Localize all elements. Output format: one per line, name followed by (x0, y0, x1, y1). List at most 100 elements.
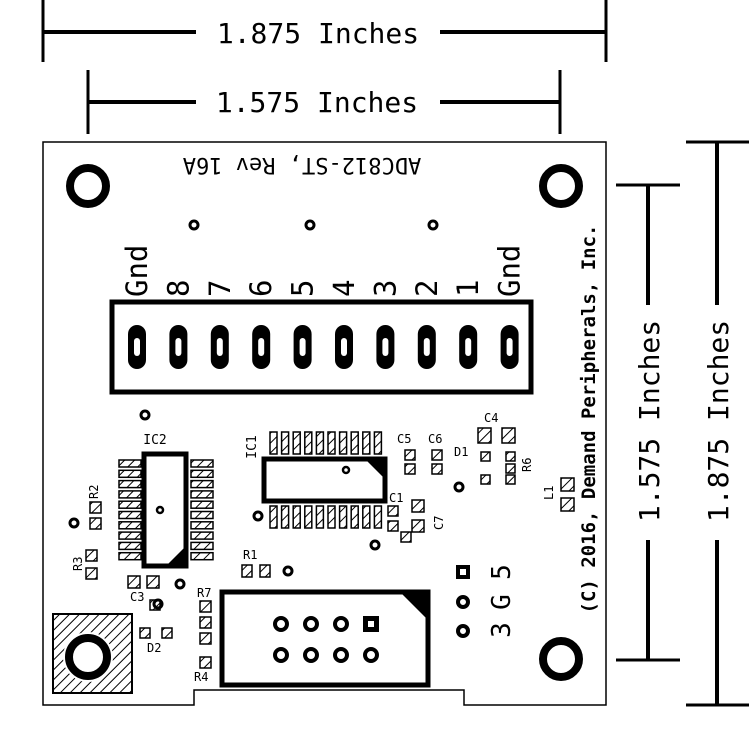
smd-pad-27 (199, 600, 212, 613)
terminal-pad-hole-5 (341, 338, 347, 356)
ic2-pin-left-4 (118, 500, 142, 509)
smd-pad-1 (404, 463, 416, 475)
ic2-pin-right-8 (190, 541, 214, 551)
smd-pad-3 (431, 463, 443, 475)
r7-label: R7 (197, 586, 211, 600)
ic1-body (261, 456, 388, 504)
ic1-pin-bottom-5 (327, 505, 336, 529)
ic2-pin-right-7 (190, 531, 214, 540)
smd-pad-18 (241, 564, 253, 578)
r2-label: R2 (87, 485, 101, 499)
connector-pin-1-3 (363, 647, 379, 663)
ic1-pin-bottom-4 (315, 505, 325, 529)
connector-pin-1-hole (368, 621, 374, 627)
terminal-label-2: 7 (203, 280, 237, 297)
ic1-pin-bottom-9 (373, 505, 383, 529)
terminal-label-4: 5 (286, 280, 320, 297)
ic1-pin-bottom-8 (362, 505, 371, 529)
ic1-pin-top-2 (292, 431, 301, 455)
r4-label: R4 (194, 670, 208, 684)
connector-pin-0-2 (333, 616, 349, 632)
smd-pad-32 (161, 627, 173, 639)
terminal-label-8: 1 (451, 280, 485, 297)
smd-pad-12 (560, 497, 575, 512)
mounting-hole-bottom-left-hatched (52, 613, 133, 694)
terminal-label-5: 4 (327, 280, 361, 297)
ic2-pin-right-4 (190, 500, 214, 509)
d2-label: D2 (147, 641, 161, 655)
smd-pad-19 (259, 564, 271, 578)
r6-label: R6 (520, 458, 534, 472)
smd-pad-11 (560, 477, 575, 492)
side-header-label-2: 5 (487, 564, 517, 580)
ic2-pin-left-2 (118, 479, 142, 489)
ic1-pin-top-7 (350, 431, 359, 455)
terminal-pad-hole-7 (423, 338, 430, 356)
mounting-hole-bottom-right (539, 637, 583, 681)
side-header (456, 565, 470, 638)
smd-pad-20 (89, 501, 102, 514)
terminal-pad-hole-4 (299, 338, 306, 356)
ic2-pin-left-5 (118, 510, 142, 520)
bottom-connector (219, 589, 431, 688)
smd-pad-29 (199, 632, 212, 645)
l1-label: L1 (542, 486, 556, 500)
ic1-pin-top-8 (362, 431, 371, 455)
terminal-label-0: Gnd (120, 245, 154, 297)
mounting-holes (66, 164, 583, 681)
connector-pin-0-1 (303, 616, 319, 632)
ic1-pin-top-5 (327, 431, 336, 455)
ic1-pin-top-0 (269, 431, 278, 455)
c7-label: C7 (432, 516, 446, 530)
smd-pad-16 (411, 519, 425, 533)
board-title: ADC812-ST, Rev 16A (183, 152, 421, 177)
dimension-right-outer: 1.875 Inches (686, 140, 749, 707)
ic2-pin-right-3 (190, 490, 214, 499)
smd-pad-5 (501, 427, 516, 444)
copyright-text: (C) 2016, Demand Peripherals, Inc. (578, 225, 600, 614)
ic1-pin-top-4 (315, 431, 325, 455)
ic1-pin-bottom-7 (350, 505, 359, 529)
side-header-label-0: 3 (487, 622, 517, 638)
smd-pad-23 (85, 567, 98, 580)
dimension-top-inner: 1.575 Inches (86, 70, 562, 134)
connector-pin-0-0 (273, 616, 289, 632)
ic2-pin-right-0 (190, 459, 214, 468)
dimension-top-inner-label: 1.575 Inches (216, 86, 418, 119)
dimension-top-outer: 1.875 Inches (41, 0, 608, 62)
smd-pad-26 (149, 599, 161, 611)
dimension-top-outer-label: 1.875 Inches (217, 17, 419, 50)
c4-label: C4 (484, 411, 498, 425)
terminal-pad-hole-0 (134, 338, 140, 356)
mounting-hole-top-left (66, 164, 110, 208)
terminal-pad-hole-8 (465, 338, 472, 356)
c5-label: C5 (397, 432, 411, 446)
ic2-pin-right-9 (190, 551, 214, 561)
ic2-pin-left-3 (118, 490, 142, 499)
terminal-pad-hole-1 (175, 338, 182, 356)
ic1-pin-bottom-0 (269, 505, 278, 529)
ic1-pin-bottom-3 (304, 505, 313, 529)
c6-label: C6 (428, 432, 442, 446)
ic1-pin-top-1 (280, 431, 290, 455)
terminal-label-7: 2 (410, 280, 444, 297)
ic2-pin-right-5 (190, 510, 214, 520)
ic2-pin-right-6 (190, 521, 214, 530)
ic1-pin-bottom-1 (280, 505, 290, 529)
terminal-pad-hole-9 (506, 338, 513, 356)
smd-pad-6 (480, 451, 491, 462)
ic2-pin-left-1 (118, 469, 142, 479)
smd-pad-14 (387, 520, 399, 532)
ic2-pins (118, 459, 214, 561)
smd-pad-22 (85, 549, 98, 562)
terminal-block-outline (109, 299, 534, 395)
terminal-pads (128, 325, 519, 369)
smd-pad-15 (411, 499, 425, 513)
smd-pad-2 (431, 449, 443, 461)
ic2-pin-left-8 (118, 541, 142, 551)
terminal-label-6: 3 (368, 280, 402, 297)
ic1-pin-bottom-2 (292, 505, 301, 529)
c3-label: C3 (130, 590, 144, 604)
ic2-pin-left-0 (118, 459, 142, 468)
